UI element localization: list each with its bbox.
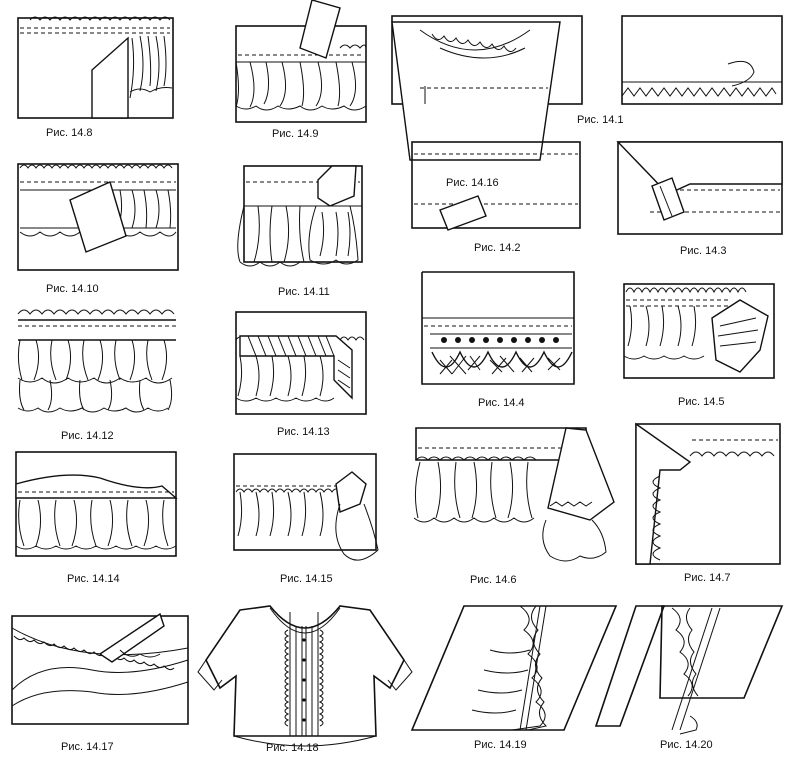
caption-fig-14-6: Рис. 14.6: [470, 574, 517, 586]
figure-14-14-drawing: [15, 451, 178, 557]
caption-fig-14-16: Рис. 14.16: [446, 177, 499, 189]
figure-14-7-drawing: [635, 422, 781, 565]
caption-fig-14-7: Рис. 14.7: [684, 572, 731, 584]
caption-fig-14-11: Рис. 14.11: [278, 286, 330, 298]
caption-fig-14-13: Рис. 14.13: [277, 426, 330, 438]
figure-14-12-drawing: [17, 309, 176, 413]
caption-fig-14-5: Рис. 14.5: [678, 396, 725, 408]
figure-14-10-drawing: [17, 163, 179, 271]
caption-fig-14-17: Рис. 14.17: [61, 741, 114, 753]
figure-14-13-drawing: [235, 311, 367, 415]
caption-fig-14-8: Рис. 14.8: [46, 127, 93, 139]
figure-14-9-drawing: [235, 0, 367, 123]
caption-fig-14-18: Рис. 14.18: [266, 742, 319, 754]
figure-14-5-drawing: [623, 283, 775, 379]
figure-14-1-drawing: [391, 15, 583, 161]
figure-14-3-drawing: [616, 141, 783, 235]
figure-14-11-drawing: [237, 165, 363, 267]
figure-14-20-drawing: [594, 605, 784, 735]
caption-fig-14-10: Рис. 14.10: [46, 283, 99, 295]
figure-14-8-drawing: [17, 16, 174, 119]
figure-14-17-drawing: [11, 612, 189, 725]
caption-fig-14-20: Рис. 14.20: [660, 739, 713, 751]
figure-14-1-hem-drawing: [621, 15, 783, 105]
figure-14-15-drawing: [233, 453, 379, 561]
figure-14-4-drawing: [421, 271, 575, 385]
figure-14-16-drawing: [411, 141, 581, 231]
caption-fig-14-1: Рис. 14.1: [577, 114, 624, 126]
caption-fig-14-2: Рис. 14.2: [474, 242, 521, 254]
caption-fig-14-19: Рис. 14.19: [474, 739, 527, 751]
caption-fig-14-4: Рис. 14.4: [478, 397, 525, 409]
caption-fig-14-14: Рис. 14.14: [67, 573, 120, 585]
caption-fig-14-12: Рис. 14.12: [61, 430, 114, 442]
caption-fig-14-3: Рис. 14.3: [680, 245, 727, 257]
figure-14-19-drawing: [410, 605, 618, 731]
caption-fig-14-9: Рис. 14.9: [272, 128, 319, 140]
figure-14-18-drawing: [197, 605, 413, 747]
caption-fig-14-15: Рис. 14.15: [280, 573, 333, 585]
figure-14-6-drawing: [413, 427, 615, 562]
